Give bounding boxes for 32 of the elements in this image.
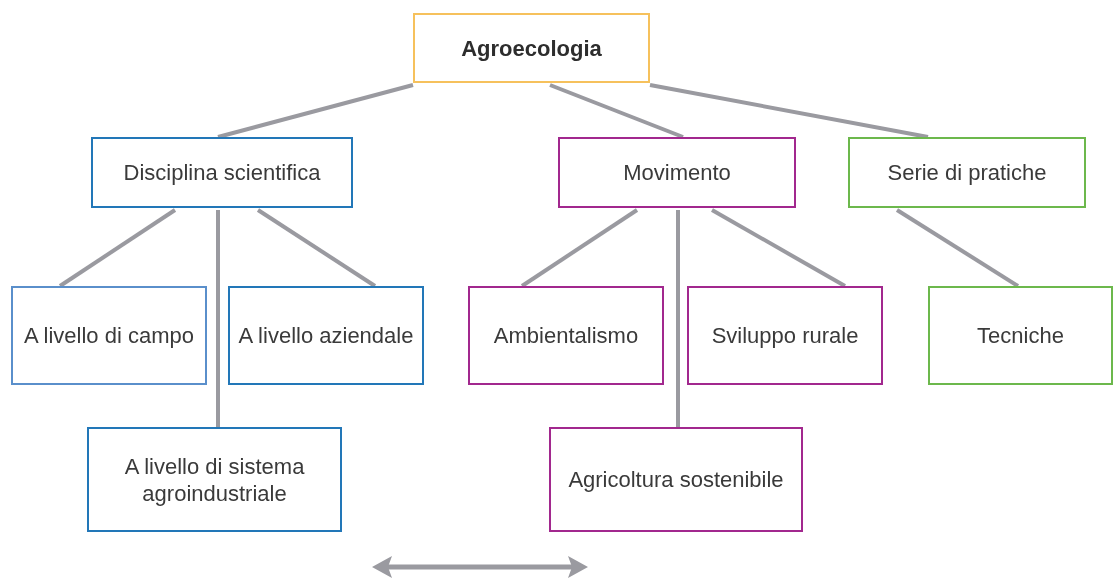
box-label: Agricoltura sostenibile [568, 466, 784, 493]
connector-line [58, 208, 177, 288]
box-label: Movimento [623, 159, 731, 186]
concept-box [91, 137, 353, 208]
connector-line [520, 208, 639, 288]
connector-line [649, 83, 929, 139]
connector-line [676, 210, 680, 427]
connector-line [895, 208, 1020, 288]
concept-box [687, 286, 883, 385]
connector-line [216, 210, 220, 427]
root-box [413, 13, 650, 83]
box-label: Disciplina scientifica [123, 159, 321, 186]
concept-box [11, 286, 207, 385]
connector-line [549, 83, 684, 139]
box-label: A livello di campo [24, 322, 194, 349]
concept-box [87, 427, 342, 532]
concept-box [848, 137, 1086, 208]
connector-line [217, 83, 414, 139]
connector-line [256, 208, 377, 288]
box-label: Tecniche [977, 322, 1064, 349]
concept-box [549, 427, 803, 532]
box-label: A livello di sistema agroindustriale [123, 452, 306, 507]
box-label: Ambientalismo [493, 322, 639, 349]
concept-box [228, 286, 424, 385]
box-label: Sviluppo rurale [711, 322, 859, 349]
box-label: Serie di pratiche [887, 159, 1047, 186]
connector-line [711, 208, 846, 288]
concept-box [558, 137, 796, 208]
box-label: Agroecologia [461, 34, 602, 62]
concept-box [468, 286, 664, 385]
box-label: A livello aziendale [238, 322, 414, 349]
concept-box [928, 286, 1113, 385]
